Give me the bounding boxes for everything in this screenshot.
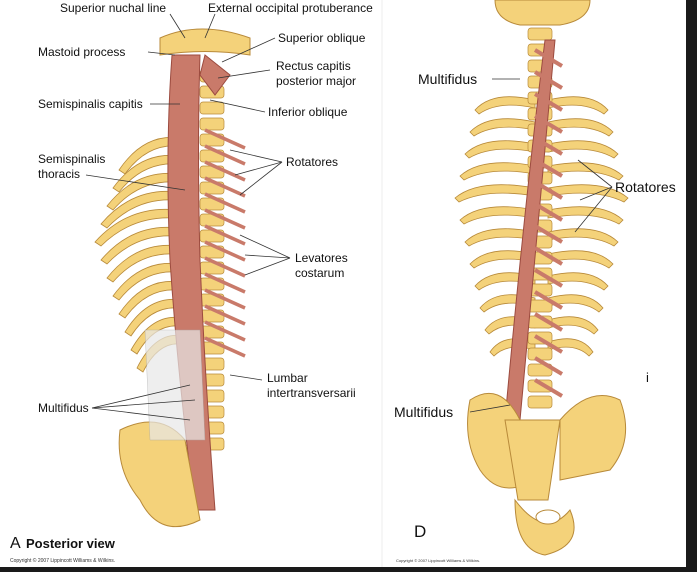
label-semispinalis-thoracis-2: thoracis	[38, 167, 80, 181]
label-mastoid-process: Mastoid process	[38, 45, 125, 59]
sacrum-d	[504, 419, 561, 501]
rotatores-fiber-d	[533, 290, 564, 310]
vertebra-a	[199, 117, 225, 131]
rotatores-fiber-d	[533, 246, 564, 266]
vertebra-d	[527, 395, 553, 409]
label-semispinalis-thoracis-1: Semispinalis	[38, 152, 105, 166]
label-levatores-costarum-1: Levatores	[295, 251, 348, 265]
label-rectus-capitis-1: Rectus capitis	[276, 59, 351, 73]
rotatores-fiber-a	[204, 256, 246, 278]
label-levatores-costarum-2: costarum	[295, 266, 344, 280]
leader-lines-d	[469, 78, 613, 413]
pelvis-right-d	[559, 395, 627, 481]
label-rotatores-a: Rotatores	[286, 155, 338, 169]
lumbar-fascia-a	[144, 329, 206, 441]
rotatores-fiber-a	[204, 336, 246, 358]
rotatores-fiber-d	[533, 48, 564, 68]
rotatores-fiber-d	[533, 180, 564, 200]
rib-left-d	[469, 250, 536, 269]
rotatores-d	[533, 48, 564, 398]
rib-left-d	[454, 184, 536, 203]
rotatores-fiber-d	[533, 334, 564, 354]
rotatores-a	[204, 128, 246, 358]
rotatores-fiber-d	[533, 202, 564, 222]
rotatores-fiber-a	[204, 224, 246, 246]
rotatores-fiber-d	[533, 312, 564, 332]
rib-right-d	[547, 272, 609, 291]
label-superior-oblique: Superior oblique	[278, 31, 366, 45]
rotatores-fiber-d	[533, 136, 564, 156]
copyright-d: Copyright © 2007 Lippincott Williams & W…	[396, 558, 480, 563]
label-lumbar-intertransversarii-1: Lumbar	[267, 371, 308, 385]
panel-letter-a: A	[10, 535, 21, 552]
vertebra-a	[199, 101, 225, 115]
skull-base-d	[494, 0, 591, 26]
rotatores-fiber-d	[533, 92, 564, 112]
rib-right-d	[547, 250, 614, 269]
rotatores-fiber-d	[533, 378, 564, 398]
panel-letter-d: D	[414, 522, 426, 541]
rotatores-fiber-a	[204, 192, 246, 214]
rotatores-fiber-a	[204, 144, 246, 166]
rib-right-d	[547, 206, 624, 225]
rib-right-d	[547, 294, 604, 313]
label-rotatores-d: Rotatores	[615, 179, 676, 195]
label-lumbar-intertransversarii-2: intertransversarii	[267, 386, 356, 400]
rotatores-fiber-d	[533, 158, 564, 178]
copyright-a: Copyright © 2007 Lippincott Williams & W…	[10, 557, 115, 564]
rotatores-fiber-a	[204, 272, 246, 294]
rotatores-fiber-d	[533, 268, 564, 288]
rotatores-fiber-a	[204, 176, 246, 198]
label-external-occipital-protuberance: External occipital protuberance	[208, 1, 373, 15]
rotatores-fiber-a	[204, 304, 246, 326]
rotatores-fiber-d	[533, 114, 564, 134]
rib-left-d	[469, 118, 536, 137]
suboccipital-muscles-a	[199, 54, 231, 96]
obturator-foramen-d	[535, 509, 561, 525]
rib-right-d	[547, 96, 609, 115]
vertebra-d	[527, 27, 553, 41]
rotatores-fiber-d	[533, 224, 564, 244]
label-multifidus-upper-d: Multifidus	[418, 71, 477, 87]
label-rectus-capitis-2: posterior major	[276, 74, 356, 88]
rotatores-fiber-a	[204, 208, 246, 230]
rotatores-fiber-a	[204, 320, 246, 342]
rotatores-fiber-d	[533, 356, 564, 376]
rotatores-fiber-a	[204, 128, 246, 150]
rib-left-d	[464, 140, 536, 159]
rotatores-fiber-a	[204, 288, 246, 310]
rotatores-fiber-a	[204, 160, 246, 182]
rib-left-d	[459, 162, 536, 181]
rib-left-d	[464, 228, 536, 247]
label-inferior-oblique: Inferior oblique	[268, 105, 348, 119]
leader-lines-a	[85, 13, 291, 421]
skull-base-a	[159, 28, 251, 56]
rib-left-d	[459, 206, 536, 225]
rib-right-d	[547, 118, 614, 137]
panel-d: Multifidus Rotatores Multifidus i D Copy…	[394, 0, 676, 563]
rib-right-d	[547, 316, 599, 335]
label-multifidus-a: Multifidus	[38, 401, 89, 415]
panel-title-a: Posterior view	[26, 536, 116, 551]
vertebra-d	[527, 347, 553, 361]
label-semispinalis-capitis: Semispinalis capitis	[38, 97, 143, 111]
label-multifidus-lower-d: Multifidus	[394, 404, 453, 420]
panel-a: Superior nuchal line External occipital …	[10, 1, 373, 564]
label-superior-nuchal-line: Superior nuchal line	[60, 1, 166, 15]
rib-right-d	[547, 162, 624, 181]
vertebra-d	[527, 379, 553, 393]
right-border	[686, 0, 697, 567]
rib-right-d	[547, 140, 619, 159]
rotatores-fiber-a	[204, 240, 246, 262]
stray-mark-d: i	[646, 370, 649, 385]
rotatores-fiber-d	[533, 70, 564, 90]
rib-left-d	[474, 96, 536, 115]
